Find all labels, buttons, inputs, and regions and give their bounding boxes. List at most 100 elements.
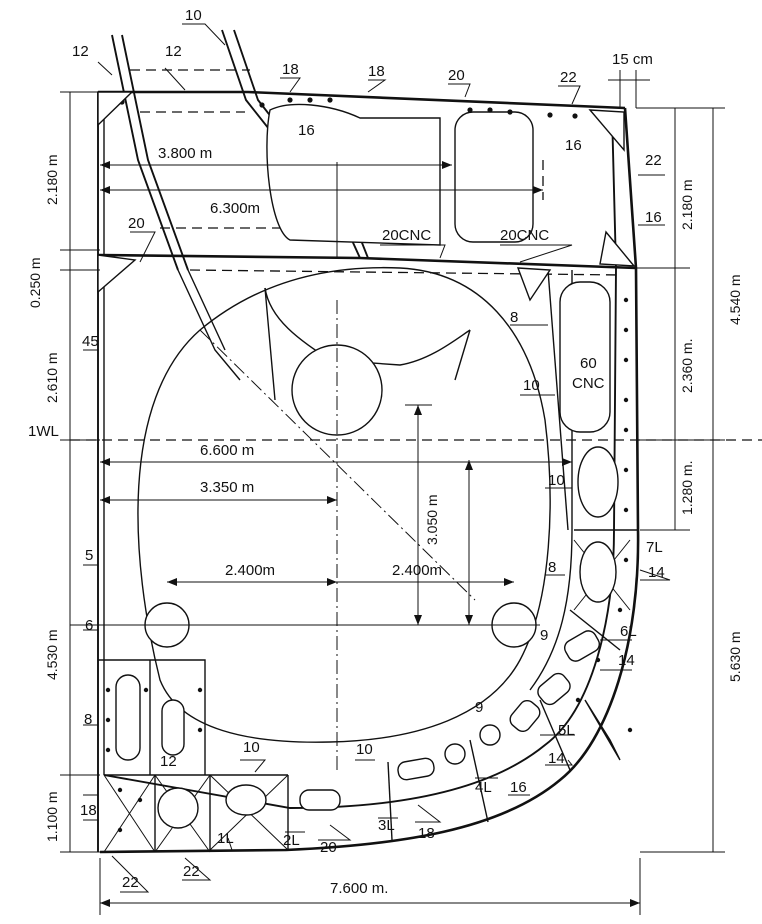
right-2180-label: 2.180 m — [679, 179, 695, 230]
dim-6300-label: 6.300m — [210, 200, 260, 217]
label-8-right: 8 — [510, 309, 518, 326]
right-2360-label: 2.360 m. — [679, 339, 695, 393]
rivet — [623, 397, 629, 403]
label-6l: 6L — [620, 623, 637, 640]
rivet — [623, 297, 629, 303]
plate-thickness-labels: 10 12 12 18 18 20 22 16 16 22 16 20 20CN… — [72, 7, 665, 891]
label-60: 60 — [580, 355, 597, 372]
wing-tank-boundary — [529, 270, 573, 691]
curve-hole-1 — [564, 630, 600, 662]
rivet — [137, 797, 143, 803]
dim-3800-label: 3.800 m — [158, 145, 212, 162]
bottom-frame-5 — [469, 739, 489, 823]
bottom-hole-2 — [225, 784, 267, 816]
rivet — [623, 357, 629, 363]
central-pillar-lower — [264, 287, 471, 401]
label-8-left: 8 — [84, 711, 92, 728]
right-dim-ticks — [636, 107, 725, 853]
right-1280-label: 1.280 m. — [679, 461, 695, 515]
strut-lower-left — [177, 269, 241, 381]
rivet — [623, 427, 629, 433]
curve-hole-5 — [444, 743, 466, 765]
rivet — [307, 97, 313, 103]
label-12-b: 12 — [165, 43, 182, 60]
label-20-low: 20 — [320, 839, 337, 856]
rivet — [627, 727, 633, 733]
curve-hole-6 — [397, 757, 435, 781]
upper-mid-cutout — [266, 103, 441, 246]
side-oval-2 — [579, 541, 617, 603]
rivet — [105, 747, 111, 753]
right-5630-label: 5.630 m — [727, 631, 743, 682]
label-22-bottom-b: 22 — [122, 874, 139, 891]
rivet — [575, 697, 581, 703]
rivet — [623, 327, 629, 333]
label-22-right: 22 — [645, 152, 662, 169]
label-4l: 4L — [475, 779, 492, 796]
left-1100-label: 1.100 m — [44, 791, 60, 842]
dim-15cm-label: 15 cm — [612, 51, 653, 68]
dim-7600-label: 7.600 m. — [330, 880, 388, 897]
label-20-top: 20 — [448, 67, 465, 84]
rivet — [572, 113, 578, 119]
inclined-strut-outer — [111, 34, 179, 271]
side-tank-cutout — [559, 281, 611, 433]
label-12-a: 12 — [72, 43, 89, 60]
rivet — [617, 607, 623, 613]
label-5: 5 — [85, 547, 93, 564]
label-22-top: 22 — [560, 69, 577, 86]
label-cnc-right: 20CNC — [500, 227, 549, 244]
label-cnc-left: 20CNC — [382, 227, 431, 244]
rivet — [259, 102, 265, 108]
rivet — [197, 727, 203, 733]
label-14-c: 14 — [548, 750, 565, 767]
label-10-mid: 10 — [548, 472, 565, 489]
left-dim-ticks — [60, 91, 100, 853]
bottom-box-cross-1 — [103, 774, 156, 853]
label-9-a: 9 — [540, 627, 548, 644]
label-22-bottom-a: 22 — [183, 863, 200, 880]
label-16-a: 16 — [298, 122, 315, 139]
tank-envelope — [137, 266, 551, 770]
left-tank-hole-1 — [115, 674, 141, 761]
label-3l: 3L — [378, 817, 395, 834]
left-2180-label: 2.180 m — [44, 154, 60, 205]
label-18-a: 18 — [282, 61, 299, 78]
label-16-low: 16 — [510, 779, 527, 796]
rivet — [487, 107, 493, 113]
wing-tank-boundary-2 — [547, 269, 569, 531]
bracket-deck-right — [599, 230, 636, 267]
label-6: 6 — [85, 617, 93, 634]
label-18-left: 18 — [80, 802, 97, 819]
right-4540-label: 4.540 m — [727, 274, 743, 325]
bottom-frame-4 — [387, 761, 393, 841]
rivet — [287, 97, 293, 103]
rivet — [623, 557, 629, 563]
rivet — [623, 467, 629, 473]
rivet — [547, 112, 553, 118]
label-7l: 7L — [646, 539, 663, 556]
tank-outline — [137, 266, 551, 743]
central-pillar-fairing — [264, 287, 471, 366]
dim-15cm — [608, 70, 650, 108]
brackets — [97, 91, 636, 761]
bracket-top-left — [97, 91, 134, 127]
bottom-hole-3 — [157, 787, 199, 829]
label-45: 45 — [82, 333, 99, 350]
bracket-side-left — [516, 267, 552, 302]
curve-hole-3 — [509, 700, 541, 732]
rivet — [143, 687, 149, 693]
bottom-frame-7 — [569, 609, 621, 651]
rivet — [467, 107, 473, 113]
label-8-low: 8 — [548, 559, 556, 576]
label-12-low: 12 — [160, 753, 177, 770]
waterline-label: 1WL — [28, 423, 59, 440]
rivet — [595, 657, 601, 663]
dim-6600-label: 6.600 m — [200, 442, 254, 459]
upper-deck — [98, 90, 626, 110]
dim-2400-left-label: 2.400m — [225, 562, 275, 579]
label-18-b: 18 — [368, 63, 385, 80]
outer-side-shell — [99, 107, 640, 854]
curve-hole-2 — [537, 672, 571, 706]
